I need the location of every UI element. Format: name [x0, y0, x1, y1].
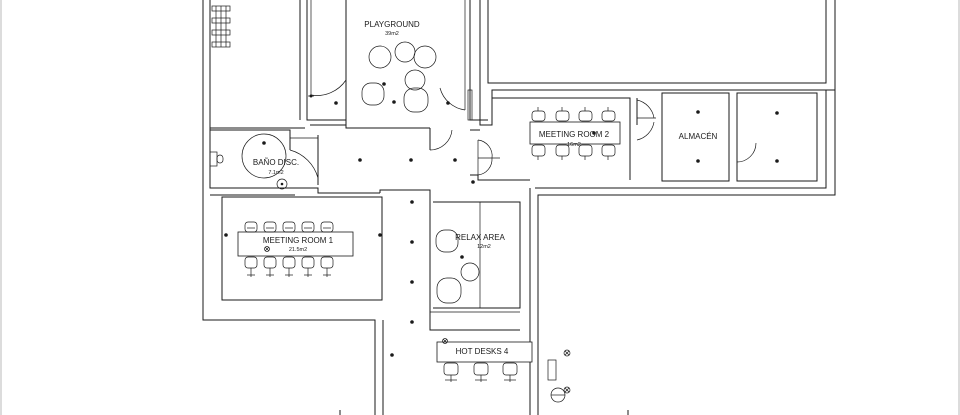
playground-room: PLAYGROUND 39m2: [308, 0, 466, 129]
fixtures: [467, 89, 473, 121]
sink-icon: [276, 178, 288, 190]
almacen-room: ALMACÉN: [661, 92, 730, 182]
chairs-top-2: [531, 107, 616, 122]
play-seat: [361, 82, 385, 106]
bano-disc-room: BAÑO DISC. 7.1m2: [209, 128, 380, 196]
play-seat: [404, 69, 426, 91]
toilet-icon: [209, 151, 218, 167]
stair-block: [211, 5, 231, 48]
hot-desks-4: HOT DESKS 4: [436, 338, 571, 403]
right-page-edge: [958, 0, 960, 415]
play-seat: [368, 45, 392, 69]
bano-disc-label: BAÑO DISC.: [253, 158, 299, 167]
meeting-room-2: MEETING ROOM 2 16m2: [492, 97, 656, 180]
hot-desks-4-label: HOT DESKS 4: [456, 347, 509, 356]
relax-seat: [435, 229, 459, 253]
relax-area: RELAX AREA 12m2: [430, 201, 521, 313]
meeting-table-1: [237, 231, 354, 257]
playground-area: 39m2: [385, 31, 399, 37]
almacen-label: ALMACÉN: [679, 132, 718, 141]
bano-disc-area: 7.1m2: [268, 170, 283, 176]
meeting-room-1: MEETING ROOM 1 21.5m2: [221, 196, 383, 301]
relax-table: [460, 262, 480, 282]
chairs-bottom-2: [531, 144, 616, 160]
playground-label: PLAYGROUND: [364, 20, 420, 29]
chairs-top: [244, 221, 334, 233]
meeting-table-2: [529, 121, 621, 145]
meeting-room-2-area: 16m2: [567, 142, 581, 148]
relax-area-label: RELAX AREA: [455, 233, 505, 242]
store-room: [736, 92, 818, 182]
relax-area-area: 12m2: [477, 244, 491, 250]
meeting-room-1-label: MEETING ROOM 1: [263, 236, 334, 245]
meeting-room-2-label: MEETING ROOM 2: [539, 130, 610, 139]
play-seat: [394, 41, 416, 63]
turning-circle: [241, 133, 287, 179]
hot-desk-table: [436, 341, 533, 363]
play-seat: [403, 87, 429, 113]
relax-seat: [436, 277, 462, 304]
chairs-bottom: [244, 256, 334, 277]
play-seat: [413, 45, 437, 69]
meeting-room-1-area: 21.5m2: [289, 247, 307, 253]
corridor: [358, 128, 530, 357]
left-page-edge: [0, 0, 2, 415]
